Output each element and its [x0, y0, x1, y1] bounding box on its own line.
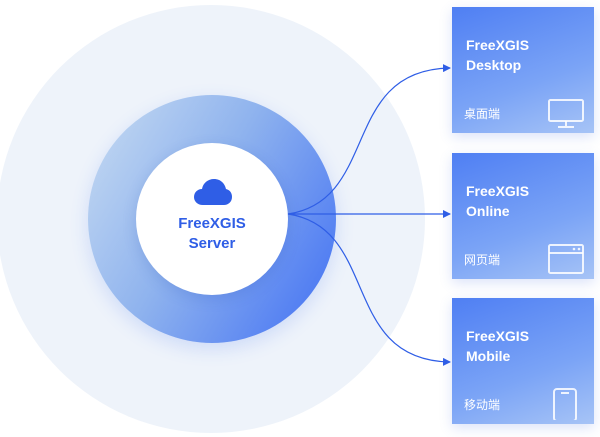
connector-mobile	[287, 213, 451, 366]
client-platform-label: 桌面端	[464, 107, 501, 121]
server-role: Server	[188, 235, 236, 252]
client-name: FreeXGIS	[466, 328, 530, 344]
connector-desktop	[287, 64, 451, 215]
client-title: FreeXGIS Mobile	[466, 326, 586, 366]
client-platform-label: 移动端	[464, 398, 501, 412]
server-name: FreeXGIS	[178, 215, 246, 232]
client-product: Mobile	[466, 348, 511, 364]
server-label: FreeXGIS Server	[136, 214, 288, 254]
client-product: Online	[466, 203, 510, 219]
client-name: FreeXGIS	[466, 183, 530, 199]
client-title: FreeXGIS Desktop	[466, 35, 586, 75]
client-card-online: FreeXGIS Online 网页端	[452, 153, 594, 279]
client-card-mobile: FreeXGIS Mobile 移动端	[452, 298, 594, 424]
client-title: FreeXGIS Online	[466, 181, 586, 221]
client-product: Desktop	[466, 57, 522, 73]
phone-icon	[553, 388, 577, 420]
browser-window-icon	[548, 244, 584, 274]
client-card-desktop: FreeXGIS Desktop 桌面端	[452, 7, 594, 133]
monitor-icon	[548, 99, 584, 128]
client-platform-label: 网页端	[464, 253, 501, 267]
cloud-icon	[194, 179, 232, 205]
server-core	[136, 143, 288, 295]
client-name: FreeXGIS	[466, 37, 530, 53]
